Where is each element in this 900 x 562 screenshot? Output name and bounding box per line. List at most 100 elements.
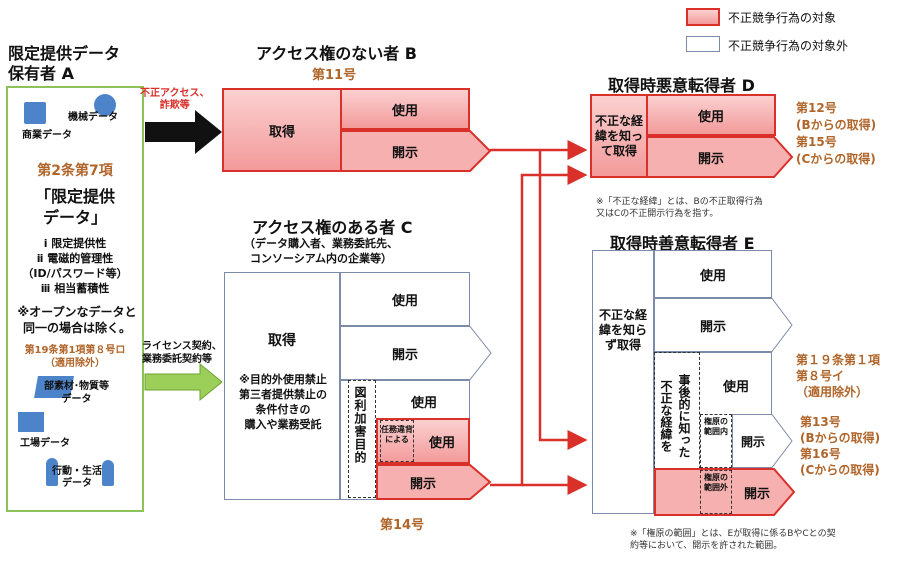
party-c-use-label: 使用: [391, 293, 418, 309]
arrow-ac-line2: 業務委託契約等: [142, 354, 212, 365]
party-d-art1: 第12号: [796, 101, 837, 115]
party-b-article: 第11号: [312, 68, 357, 83]
party-e-art1: 第13号: [800, 415, 841, 429]
party-d-art1-note: (Bからの取得): [796, 118, 877, 132]
building-icon: [24, 102, 46, 124]
arrow-a-to-b: [145, 110, 222, 154]
icon-life-label: 行動・生活 データ: [52, 466, 102, 490]
arrow-ac-label: ライセンス契約、 業務委託契約等: [142, 340, 222, 366]
condition-1: ※目的外使用禁止: [239, 373, 327, 386]
party-e-footnote: ※「権原の範囲」とは、Eが取得に係るBやCとの契 約等において、開示を許された範…: [630, 528, 836, 552]
definition-line2: データ」: [42, 208, 107, 227]
party-e-art1-note: (Bからの取得): [800, 431, 881, 445]
party-e-disclose-arrow: [654, 298, 793, 352]
exemption-line2: （適用除外）: [45, 358, 105, 369]
party-c-subtitle-line2: コンソーシアム内の企業等）: [249, 252, 392, 265]
party-e-use-label: 使用: [699, 268, 726, 284]
party-e-exempt-art: 第１９条第１項: [796, 353, 881, 367]
definition-line1: 「限定提供: [34, 187, 115, 206]
legend-target-swatch: [686, 8, 720, 26]
party-e-footnote-line2: 約等において、開示を許された範囲。: [630, 541, 783, 551]
party-d-disclose-label: 開示: [697, 151, 724, 167]
party-d-footnote: ※「不正な経緯」とは、Bの不正取得行為 又はCの不正開示行為を指す。: [596, 196, 763, 220]
party-c-disclose-arrow: [340, 326, 492, 380]
party-e-use: [654, 250, 772, 298]
party-d-footnote-line1: ※「不正な経緯」とは、Bの不正取得行為: [596, 197, 763, 207]
party-e-disclose-in-arrow: [732, 414, 793, 468]
party-c-acquire-label: 取得: [268, 333, 296, 349]
party-e-acquire: [592, 250, 654, 514]
party-e-disclose-out-label: 開示: [743, 486, 770, 502]
party-b-acquire-label: 取得: [268, 124, 295, 140]
holder-a-title-line2: 保有者 A: [8, 64, 74, 83]
arrow-a-to-c: [144, 362, 223, 402]
requirement-2: ⅱ 電磁的管理性: [36, 252, 114, 265]
party-c-acquire: [224, 272, 340, 500]
party-b-use: [340, 88, 470, 130]
requirement-2-note: （ID/パスワード等）: [22, 267, 128, 280]
party-b-title: アクセス権のない者 B: [256, 44, 417, 63]
party-d-disclose-arrow: [646, 136, 794, 178]
legend-non-target-swatch: [686, 36, 720, 52]
definition-title: 「限定提供 データ」: [8, 186, 142, 228]
party-c-disclose2-arrow: [376, 464, 492, 500]
legend-non-target-label: 不正競争行為の対象外: [728, 39, 849, 53]
legend-target-label: 不正競争行為の対象: [728, 11, 837, 25]
party-c-disclose-label: 開示: [391, 347, 418, 363]
party-e-learned-after: 事後的に知った: [677, 374, 691, 458]
icon-parts-label: 部素材･物質等 データ: [44, 380, 109, 406]
condition-4: 購入や業務受託: [244, 418, 322, 431]
party-e-disclose-out-arrow: [654, 468, 796, 516]
holder-a-title: 限定提供データ 保有者 A: [8, 44, 120, 84]
party-c-use3-label: 使用: [428, 435, 455, 451]
party-c-breach-use: [376, 418, 470, 464]
party-b-use-label: 使用: [391, 103, 418, 119]
party-c-use2-label: 使用: [410, 395, 437, 411]
party-b-disclose-arrow: [340, 130, 492, 172]
party-c-title: アクセス権のある者 C: [252, 218, 413, 237]
party-e-art2: 第16号: [800, 447, 841, 461]
party-e-exempt-note: （適用除外）: [796, 385, 869, 399]
exclusion-line1: ※オープンなデータと: [17, 305, 137, 319]
icon-commerce-label: 商業データ: [22, 130, 72, 141]
party-c-conditions: ※目的外使用禁止 第三者提供禁止の 条件付きの 購入や業務受託: [226, 372, 340, 432]
person-walking-icon: [102, 460, 114, 486]
party-c-article: 第14号: [380, 518, 425, 533]
requirements-list: ⅰ 限定提供性 ⅱ 電磁的管理性 （ID/パスワード等） ⅲ 相当蓄積性: [8, 236, 142, 296]
party-c-disclose2-label: 開示: [409, 476, 436, 492]
factory-icon: [18, 412, 44, 432]
exemption-article: 第19条第1項第８号ロ （適用除外）: [8, 344, 142, 370]
party-e-footnote-line1: ※「権原の範囲」とは、Eが取得に係るBやCとの契: [630, 529, 836, 539]
party-c-purpose: 図利加害目的: [353, 386, 367, 464]
arrow-ab-label: 不正アクセス、 詐欺等: [140, 88, 210, 112]
party-e-exempt: 第１９条第１項 第８号イ （適用除外）: [796, 352, 880, 400]
exclusion-line2: 同一の場合は除く。: [22, 321, 131, 335]
arrow-c-to-d: [490, 165, 588, 487]
icon-machine-label: 機械データ: [68, 112, 118, 123]
party-d-art2: 第15号: [796, 135, 837, 149]
party-d-title: 取得時悪意転得者 D: [608, 76, 755, 95]
exclusion-note: ※オープンなデータと 同一の場合は除く。: [10, 304, 144, 336]
icon-factory-label: 工場データ: [20, 438, 70, 449]
gear-icon: [94, 94, 116, 116]
requirement-3: ⅲ 相当蓄積性: [40, 282, 110, 295]
party-e-exempt-art2: 第８号イ: [796, 369, 845, 383]
icon-parts-line2: データ: [61, 394, 92, 405]
icon-life-line1: 行動・生活: [52, 466, 102, 477]
party-e-use2-label: 使用: [722, 379, 749, 395]
condition-3: 条件付きの: [255, 403, 311, 416]
holder-a-box: 商業データ 機械データ 第2条第7項 「限定提供 データ」 ⅰ 限定提供性 ⅱ …: [6, 86, 144, 512]
holder-a-article: 第2条第7項: [37, 163, 113, 179]
party-d-footnote-line2: 又はCの不正開示行為を指す。: [596, 209, 719, 219]
person-icon: [46, 458, 58, 486]
party-c-use: [340, 272, 470, 326]
party-c-purpose-box: [348, 380, 376, 498]
party-e-disclose-in-label: 開示: [740, 434, 765, 449]
party-e-not-knowing-label: 不正な経緯を知らず取得: [598, 307, 647, 352]
holder-a-title-line1: 限定提供データ: [8, 44, 121, 63]
arrow-ac-line1: ライセンス契約、: [142, 341, 222, 352]
party-b-disclose-label: 開示: [391, 145, 418, 161]
party-d-use: [646, 94, 776, 136]
requirement-1: ⅰ 限定提供性: [43, 237, 107, 250]
party-c-subtitle: （データ購入者、業務委託先、 コンソーシアム内の企業等）: [244, 236, 398, 266]
